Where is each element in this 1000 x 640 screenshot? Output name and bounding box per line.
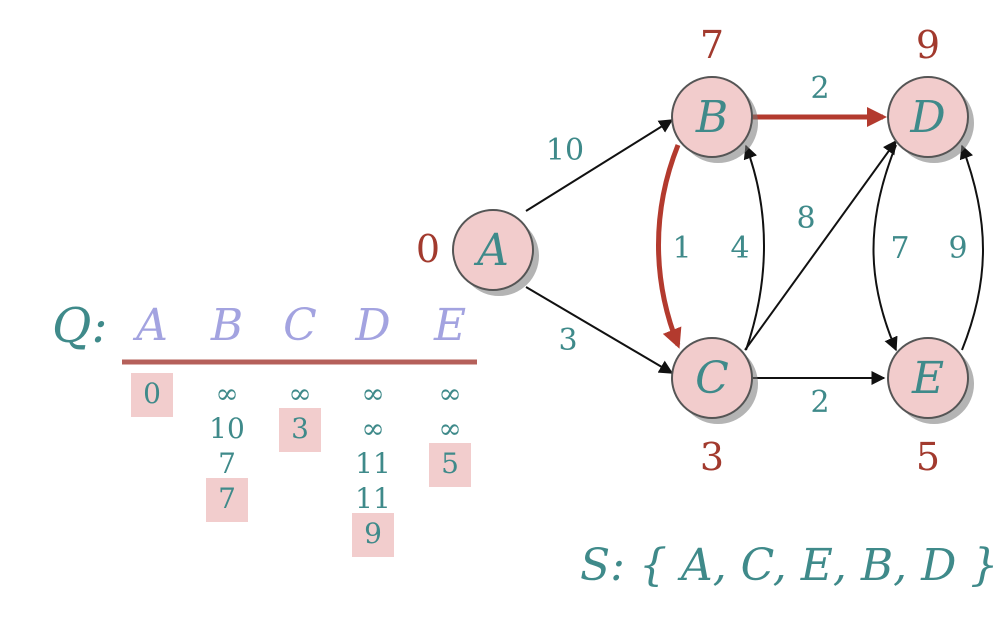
edge-e-d <box>959 144 984 351</box>
edge-c-b <box>743 144 765 351</box>
queue-cell-highlight <box>131 373 173 417</box>
queue-cell-highlight <box>206 478 248 522</box>
edge-weight-d-e: 7 <box>890 231 909 266</box>
node-circle <box>671 337 753 419</box>
edge-weight-b-c: 1 <box>672 231 691 266</box>
node-label-c: C <box>695 353 729 404</box>
graph-nodes: A0 B 7C 3 D 9E 5 <box>416 23 974 479</box>
node-label-a: A <box>473 225 509 276</box>
queue-cell-b-0: ∞ <box>215 377 238 410</box>
node-label-b: B <box>695 92 728 143</box>
edge-weight-c-e: 2 <box>810 385 829 420</box>
edge-weight-a-b: 10 <box>546 133 584 168</box>
edge-weight-c-d: 8 <box>796 201 815 236</box>
queue-cell-c-0: ∞ <box>288 377 311 410</box>
edge-weight-e-d: 9 <box>948 231 967 266</box>
queue-cell-d-4: 9 <box>364 517 382 550</box>
node-c: C <box>671 337 758 424</box>
edge-weight-a-c: 3 <box>558 323 577 358</box>
node-circle <box>671 76 753 158</box>
distance-label-a: 0 <box>416 227 440 271</box>
queue-header-c: C <box>283 300 317 351</box>
queue-cell-highlight <box>352 513 394 557</box>
node-circle <box>452 209 534 291</box>
edge-a-c <box>525 286 674 374</box>
distance-label-c: 3 <box>700 435 724 479</box>
node-b: B <box>671 76 758 163</box>
graph-edges: 10 3 1 4 2 8 2 7 9 <box>525 71 984 420</box>
queue-cell-d-0: ∞ <box>361 377 384 410</box>
node-e: E <box>887 337 974 424</box>
queue-cell-highlight <box>429 443 471 487</box>
settled-set: S: { A, C, E, B, D } <box>580 540 998 591</box>
queue-header-a: A <box>132 300 168 351</box>
queue-cell-b-2: 7 <box>218 447 236 480</box>
queue-cell-c-1: 3 <box>291 412 309 445</box>
queue-header-b: B <box>210 300 243 351</box>
queue-cell-b-3: 7 <box>218 482 236 515</box>
queue-cell-a-0: 0 <box>143 377 161 410</box>
node-d: D <box>887 76 974 163</box>
node-label-e: E <box>911 353 944 404</box>
node-circle <box>887 76 969 158</box>
distance-label-e: 5 <box>916 435 940 479</box>
queue-cell-b-1: 10 <box>209 412 245 445</box>
queue-cell-d-2: 11 <box>355 447 391 480</box>
edge-weight-b-d: 2 <box>810 71 829 106</box>
queue-cell-d-1: ∞ <box>361 412 384 445</box>
edge-weight-c-b: 4 <box>730 231 749 266</box>
edge-c-d <box>744 139 897 351</box>
distance-label-b: 7 <box>700 23 724 67</box>
queue-cell-highlight <box>279 408 321 452</box>
queue-cell-d-3: 11 <box>355 482 391 515</box>
queue-cell-e-2: 5 <box>441 447 459 480</box>
queue-header-e: E <box>433 300 466 351</box>
node-a: A <box>452 209 539 296</box>
node-circle <box>887 337 969 419</box>
node-label-d: D <box>909 92 945 143</box>
queue-header-d: D <box>354 300 390 351</box>
queue-title: Q: <box>52 298 108 354</box>
distance-label-d: 9 <box>916 23 940 67</box>
edge-b-c <box>656 144 682 349</box>
queue-cell-e-1: ∞ <box>438 412 461 445</box>
edge-d-e <box>872 144 898 352</box>
edge-a-b <box>525 119 674 212</box>
queue-cell-e-0: ∞ <box>438 377 461 410</box>
